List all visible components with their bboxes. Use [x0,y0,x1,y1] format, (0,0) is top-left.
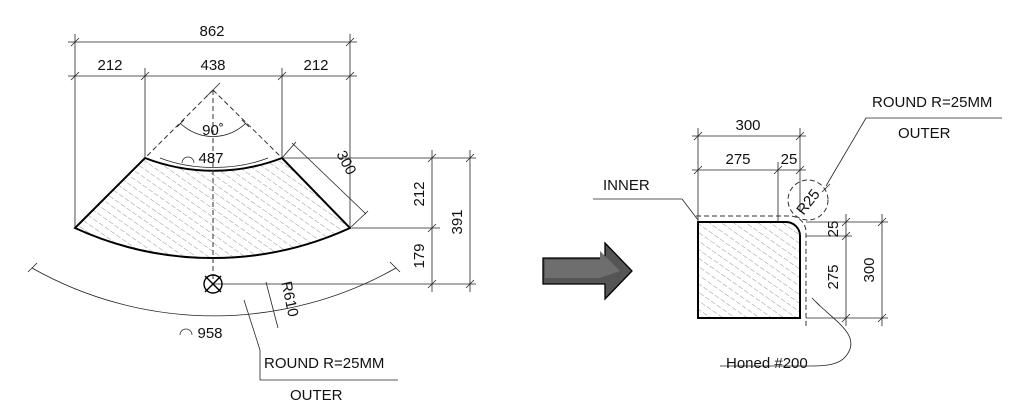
edge-profile [697,221,801,319]
dim-right-segment: 212 [303,57,328,74]
inner-callout: INNER [603,177,650,194]
dim-height-total: 300 [861,257,878,282]
dim-total-width: 862 [199,23,224,40]
radius-detail-circle [787,179,829,221]
dim-left-segment: 212 [97,57,122,74]
dim-middle-segment: 438 [200,57,225,74]
transition-arrow [542,241,633,301]
right-callout-round: ROUND R=25MM [872,94,992,111]
dim-depth: 300 [333,148,360,178]
right-view: 300 275 25 R25 ROUND R=25MM OUTER INNER … [593,94,1002,372]
dim-width-total: 300 [735,117,760,134]
dim-height-part: 275 [825,264,842,289]
radius-label: R25 [793,186,823,218]
dim-height-total: 391 [449,209,466,234]
left-callout-round: ROUND R=25MM [264,355,384,372]
dim-angle: 90˚ [202,122,224,139]
dim-radius: R610 [277,280,301,319]
left-view: 862 212 438 212 90˚ 487 300 [27,23,476,404]
left-callout-outer: OUTER [290,387,343,404]
dim-height-radius: 25 [825,221,842,238]
right-callout-outer: OUTER [898,125,951,142]
countertop-sector [73,156,352,259]
dim-height-lower: 179 [411,243,428,268]
finish-label: Honed #200 [726,355,808,372]
dim-width-part: 275 [725,151,750,168]
dim-height-upper: 212 [411,181,428,206]
dim-outer-arc: 958 [197,325,222,342]
dim-width-radius: 25 [781,151,798,168]
dim-inner-arc: 487 [198,150,223,167]
center-mark [203,274,223,294]
